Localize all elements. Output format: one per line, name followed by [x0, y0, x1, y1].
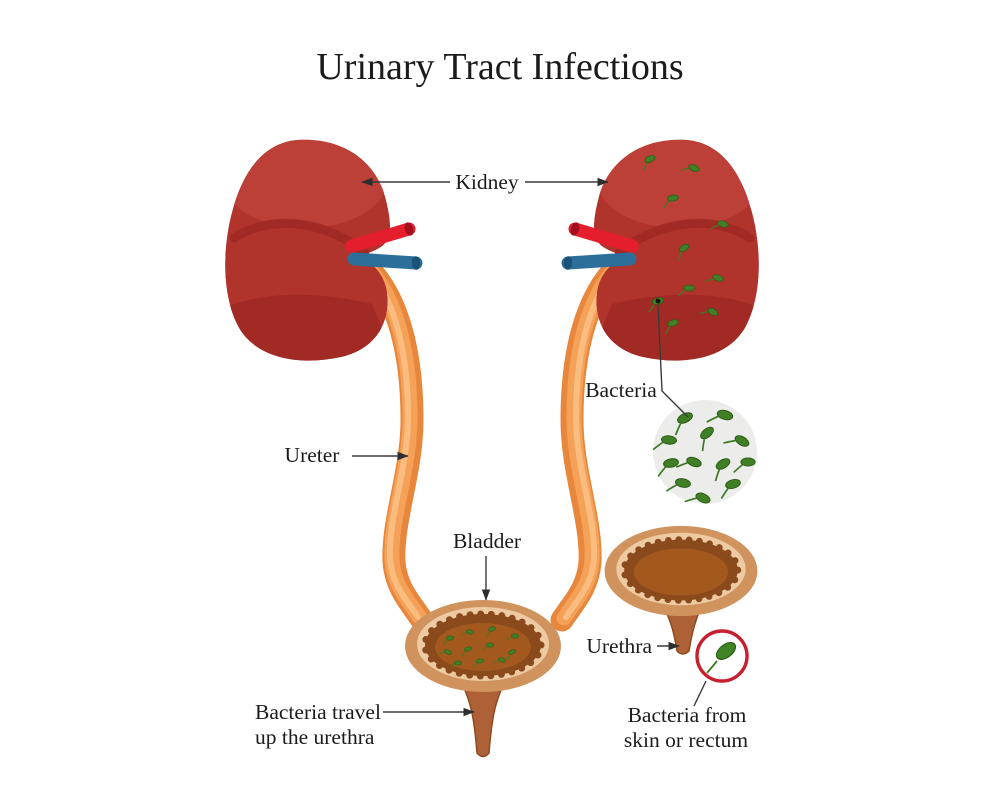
- infected-bladder: [405, 600, 561, 758]
- bacteria-pointer: [657, 304, 689, 418]
- page-title: Urinary Tract Infections: [316, 46, 683, 88]
- bladder-label: Bladder: [453, 529, 521, 553]
- bacteria-travel-line2: up the urethra: [255, 725, 375, 749]
- urethra-infected: [459, 679, 507, 758]
- healthy-bladder: [605, 526, 758, 655]
- skin-bacteria-pointer: [693, 680, 707, 707]
- bacteria-label: Bacteria: [585, 378, 657, 402]
- ureter-label: Ureter: [285, 443, 340, 467]
- bacteria-from-line1: Bacteria from: [628, 703, 747, 727]
- skin-bacterium-callout: [695, 629, 749, 683]
- urethra-label: Urethra: [586, 634, 652, 658]
- bacteria-travel-label: Bacteria travel up the urethra: [255, 700, 381, 749]
- bacteria-magnifier: [652, 400, 757, 512]
- kidney-bacteria: [638, 153, 730, 335]
- kidney-label: Kidney: [455, 170, 519, 194]
- left-kidney: [222, 132, 422, 620]
- bacteria-travel-line1: Bacteria travel: [255, 700, 381, 724]
- pointer-lines: [352, 177, 707, 717]
- bacteria-from-label: Bacteria from skin or rectum: [624, 703, 748, 752]
- bacteria-from-line2: skin or rectum: [624, 728, 748, 752]
